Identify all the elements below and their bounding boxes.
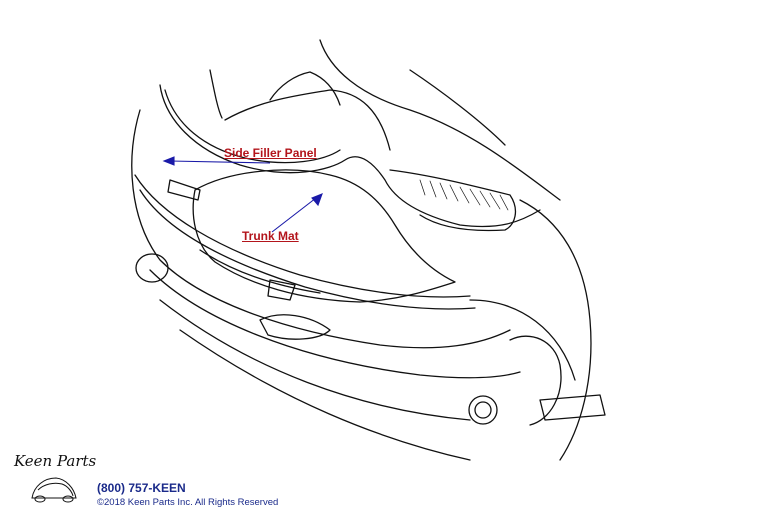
- right-fender-top: [409, 69, 506, 146]
- footer-phone: (800) 757-KEEN: [97, 481, 186, 495]
- trunk-back-wall: [224, 89, 391, 151]
- wheel-well: [509, 335, 562, 426]
- center-bracket: [267, 279, 296, 301]
- trunk-mat-leader-line: [271, 197, 317, 233]
- left-tail-light: [135, 253, 169, 283]
- logo-script-text: Keen Parts: [13, 452, 96, 470]
- right-fender: [519, 199, 592, 461]
- bumper-strip: [134, 174, 471, 298]
- exhaust-tip: [259, 314, 331, 340]
- footer-copyright: ©2018 Keen Parts Inc. All Rights Reserve…: [97, 497, 279, 508]
- rear-deck-line: [319, 39, 561, 201]
- trunk-mat-callout[interactable]: Trunk Mat: [242, 229, 299, 243]
- trunk-opening-inner: [164, 89, 341, 164]
- keen-parts-logo: Keen Parts: [13, 452, 96, 503]
- trunk-mat-arrowhead: [311, 193, 323, 207]
- lower-right-bracket: [539, 394, 606, 421]
- body-lower-curve: [131, 109, 511, 349]
- trunk-opening-rim: [159, 84, 541, 228]
- trunk-mat-outline: [192, 169, 456, 303]
- side-filler-leader-line: [169, 160, 271, 164]
- side-filler-panel-callout[interactable]: Side Filler Panel: [224, 146, 317, 160]
- body-outline-top: [209, 69, 223, 119]
- trunk-floor: [389, 169, 517, 232]
- side-filler-arrowhead: [162, 156, 175, 166]
- right-round-light: [468, 395, 498, 425]
